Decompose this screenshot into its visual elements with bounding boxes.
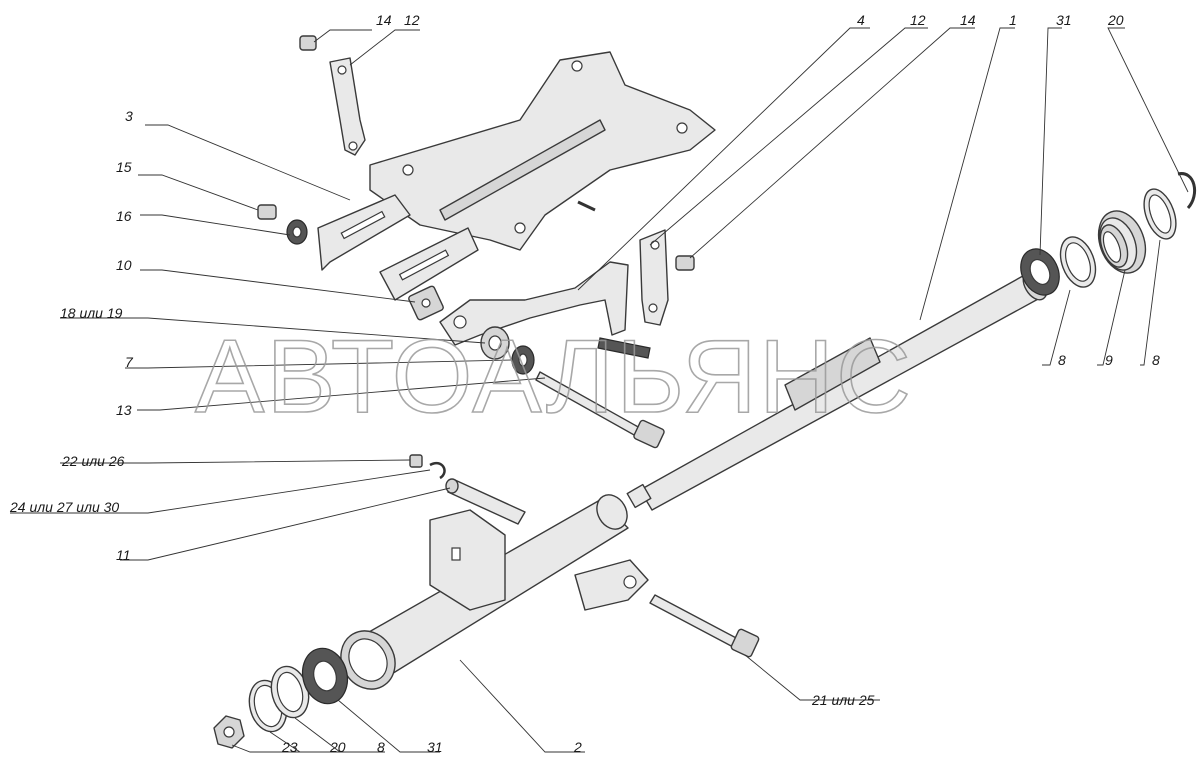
label-14-top: 14 <box>376 12 392 28</box>
label-16: 16 <box>116 208 132 224</box>
nut-15 <box>257 204 277 220</box>
label-22-26: 22 или 26 <box>61 453 125 469</box>
bearing-31-top <box>1020 248 1060 296</box>
label-4: 4 <box>857 12 865 28</box>
pin-11 <box>445 478 526 525</box>
ring-8-bottom <box>270 665 310 719</box>
label-31-top: 31 <box>1056 12 1072 28</box>
label-3: 3 <box>125 108 133 124</box>
bolt-13 <box>535 371 665 449</box>
leader-lines <box>10 27 1189 753</box>
label-9: 9 <box>1105 352 1113 368</box>
label-11: 11 <box>116 547 131 563</box>
washer-16 <box>286 219 308 245</box>
label-15: 15 <box>116 159 132 175</box>
bearing-31-bottom <box>301 647 349 705</box>
mounting-plate <box>317 51 716 301</box>
spring-9 <box>1097 210 1147 274</box>
bracket-12-top <box>329 57 366 156</box>
label-8-top-right: 8 <box>1152 352 1160 368</box>
washer-7 <box>511 345 535 375</box>
label-18-19: 18 или 19 <box>60 305 123 321</box>
label-20-top: 20 <box>1107 12 1124 28</box>
label-21-25: 21 или 25 <box>811 692 875 708</box>
label-23: 23 <box>281 739 298 755</box>
label-13: 13 <box>116 402 132 418</box>
label-1: 1 <box>1009 12 1017 28</box>
label-10: 10 <box>116 257 132 273</box>
bolt-21 <box>649 594 760 658</box>
label-20-bottom: 20 <box>329 739 346 755</box>
label-12: 12 <box>910 12 926 28</box>
label-14: 14 <box>960 12 976 28</box>
label-7: 7 <box>125 354 134 370</box>
part-10 <box>408 285 444 321</box>
clip-22 <box>409 454 423 468</box>
label-24-27-30: 24 или 27 или 30 <box>9 499 119 515</box>
label-31-bottom: 31 <box>427 739 443 755</box>
column-tube <box>340 494 649 690</box>
label-12-top: 12 <box>404 12 420 28</box>
watermark-text: АВТОАЛЬЯНС <box>195 319 913 435</box>
bushing-18 <box>480 326 510 360</box>
ring-20-top <box>1177 172 1197 210</box>
nut-14-top <box>299 35 317 51</box>
part-labels: 14 12 4 12 14 1 31 20 3 15 16 10 18 или … <box>9 12 1160 755</box>
label-8-bottom: 8 <box>377 739 385 755</box>
label-2: 2 <box>573 739 582 755</box>
ring-24 <box>429 461 446 480</box>
lever-4 <box>439 261 651 359</box>
nut-23 <box>213 715 245 749</box>
nut-14-middle <box>675 255 695 271</box>
ring-8-top-right <box>1143 188 1177 240</box>
ring-8-top-left <box>1059 236 1097 288</box>
label-8-top-left: 8 <box>1058 352 1066 368</box>
bracket-12-middle <box>639 229 669 326</box>
